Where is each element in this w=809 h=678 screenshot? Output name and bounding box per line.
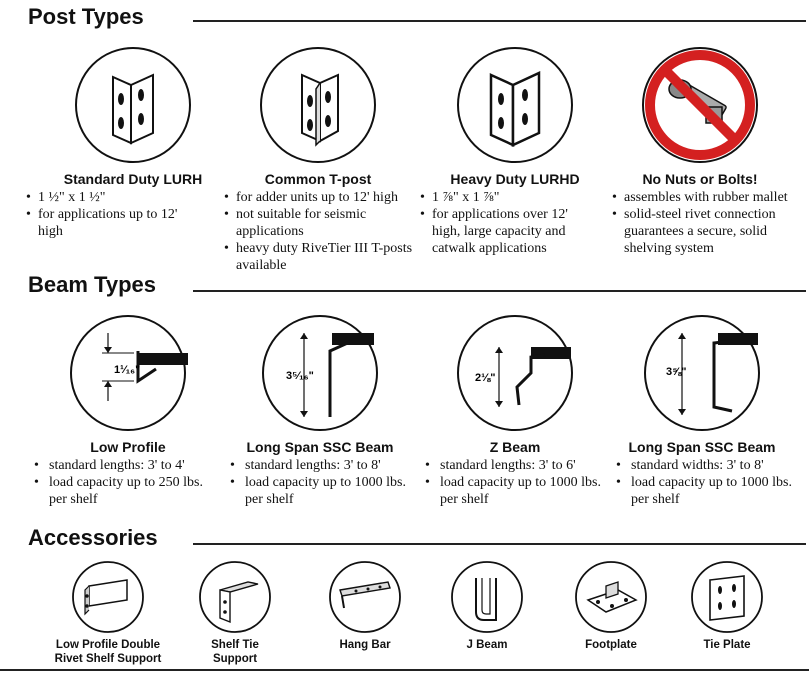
post-title: Heavy Duty LURHD xyxy=(450,171,580,187)
post-title: No Nuts or Bolts! xyxy=(642,171,758,187)
accessory-title: Tie Plate xyxy=(703,639,751,651)
accessory-item: J Beam xyxy=(432,560,542,652)
dimension-label: 1¹⁄₁₆" xyxy=(114,364,140,376)
post-item-lurhd: Heavy Duty LURHD 1 ⅞" x 1 ⅞" for applica… xyxy=(420,45,610,257)
post-title: Common T-post xyxy=(264,171,372,187)
ssc-beam-tall-icon: 3⅝" xyxy=(644,315,760,431)
bullet: standard lengths: 3' to 4' xyxy=(34,457,224,474)
beam-item-ssc-tall: 3⅝" Long Span SSC Beam standard widths: … xyxy=(612,313,792,508)
beam-item-low-profile: 1¹⁄₁₆" Low Profile standard lengths: 3' … xyxy=(34,313,218,508)
low-profile-beam-icon: 1¹⁄₁₆" xyxy=(70,315,188,431)
post-types-heading: Post Types xyxy=(28,4,144,29)
footplate-icon xyxy=(575,561,647,633)
tie-plate-icon xyxy=(691,561,763,633)
bullet: standard lengths: 3' to 6' xyxy=(425,457,605,474)
hang-bar-icon xyxy=(329,561,401,633)
angle-post-icon xyxy=(75,47,191,163)
post-item-tpost: Common T-post for adder units up to 12' … xyxy=(218,45,418,274)
accessories-rule xyxy=(193,543,806,545)
beam-title: Low Profile xyxy=(90,439,166,455)
bullet: 1 ⅞" x 1 ⅞" xyxy=(420,189,590,206)
beam-types-rule xyxy=(193,290,806,292)
post-bullets: 1 ⅞" x 1 ⅞" for applications over 12' hi… xyxy=(420,189,590,257)
beam-bullets: standard widths: 3' to 8' load capacity … xyxy=(616,457,796,508)
heavy-angle-post-icon xyxy=(457,47,573,163)
bullet: assembles with rubber mallet xyxy=(612,189,797,206)
j-beam-icon xyxy=(451,561,523,633)
post-title: Standard Duty LURH xyxy=(63,171,203,187)
accessory-item: Hang Bar xyxy=(310,560,420,652)
post-item-lurh: Standard Duty LURH 1 ½" x 1 ½" for appli… xyxy=(26,45,228,240)
no-nuts-bolts-icon xyxy=(642,47,758,163)
bullet: 1 ½" x 1 ½" xyxy=(26,189,186,206)
post-bullets: for adder units up to 12' high not suita… xyxy=(224,189,424,274)
dimension-label: 2⅛" xyxy=(475,372,496,384)
beam-title: Long Span SSC Beam xyxy=(628,439,776,455)
accessory-title: Hang Bar xyxy=(339,639,391,651)
shelf-tie-icon xyxy=(199,561,271,633)
bullet: standard lengths: 3' to 8' xyxy=(230,457,410,474)
post-bullets: assembles with rubber mallet solid-steel… xyxy=(612,189,797,257)
beam-bullets: standard lengths: 3' to 6' load capacity… xyxy=(425,457,605,508)
beam-bullets: standard lengths: 3' to 8' load capacity… xyxy=(230,457,410,508)
post-item-no-bolts: No Nuts or Bolts! assembles with rubber … xyxy=(610,45,790,257)
post-types-rule xyxy=(193,20,806,22)
bullet: solid-steel rivet connection guarantees … xyxy=(612,206,797,257)
bullet: load capacity up to 1000 lbs. per shelf xyxy=(616,474,796,508)
bullet: standard widths: 3' to 8' xyxy=(616,457,796,474)
accessory-item: Footplate xyxy=(556,560,666,652)
bottom-rule xyxy=(0,669,809,671)
z-beam-icon: 2⅛" xyxy=(457,315,573,431)
accessories-heading: Accessories xyxy=(28,525,158,550)
bullet: not suitable for seismic applications xyxy=(224,206,424,240)
bullet: for applications over 12' high, large ca… xyxy=(420,206,590,257)
beam-title: Z Beam xyxy=(489,439,541,455)
t-post-icon xyxy=(260,47,376,163)
accessory-title: Footplate xyxy=(585,639,637,651)
bullet: load capacity up to 1000 lbs. per shelf xyxy=(425,474,605,508)
beam-bullets: standard lengths: 3' to 4' load capacity… xyxy=(34,457,224,508)
accessory-item: Tie Plate xyxy=(672,560,782,652)
beam-item-ssc: 3⁵⁄₁₆" Long Span SSC Beam standard lengt… xyxy=(230,313,410,508)
bullet: for applications up to 12' high xyxy=(26,206,186,240)
bullet: load capacity up to 250 lbs. per shelf xyxy=(34,474,224,508)
dimension-label: 3⁵⁄₁₆" xyxy=(286,370,314,382)
shelf-support-icon xyxy=(72,561,144,633)
beam-item-z: 2⅛" Z Beam standard lengths: 3' to 6' lo… xyxy=(425,313,605,508)
ssc-beam-icon: 3⁵⁄₁₆" xyxy=(262,315,378,431)
beam-types-heading: Beam Types xyxy=(28,272,156,297)
post-bullets: 1 ½" x 1 ½" for applications up to 12' h… xyxy=(26,189,186,240)
dimension-label: 3⅝" xyxy=(666,366,687,378)
bullet: load capacity up to 1000 lbs. per shelf xyxy=(230,474,410,508)
bullet: heavy duty RiveTier III T-posts availabl… xyxy=(224,240,424,274)
accessory-title: J Beam xyxy=(466,639,508,651)
bullet: for adder units up to 12' high xyxy=(224,189,424,206)
beam-title: Long Span SSC Beam xyxy=(246,439,394,455)
